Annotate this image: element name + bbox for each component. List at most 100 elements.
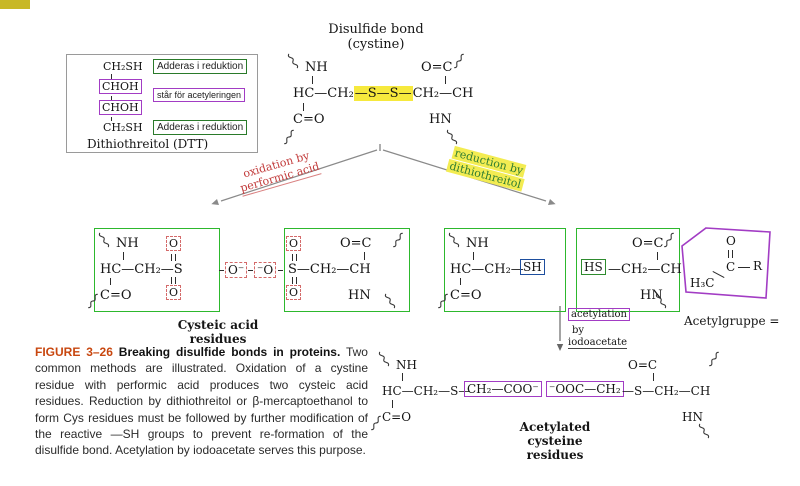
cysteic-left-co: C=O: [100, 288, 132, 303]
cystine-nh: NH: [305, 60, 328, 75]
cysteic-oxygen-mid-right: ⁻O: [254, 262, 277, 278]
acetylated-label-line3: residues: [526, 448, 584, 462]
acetylated-right-chain: —S—CH₂—CH: [622, 384, 711, 398]
acetylated-label-line2: cysteine: [527, 434, 583, 448]
acetylated-carboxymethyl-left: CH₂—COO⁻: [464, 381, 542, 397]
reduced-left-bond-nh: [473, 252, 474, 260]
chain-squiggle-icon: [284, 129, 294, 145]
cysteic-left-bond-nh: [123, 252, 124, 260]
dtt-bond-3: [111, 117, 112, 121]
cysteic-acid-label-line1: Cysteic acid: [177, 318, 259, 332]
dtt-formula-top: CH₂SH: [103, 60, 143, 73]
dtt-label: Dithiothreitol (DTT): [87, 137, 209, 151]
cysteic-right-oxygen-top: O: [286, 236, 302, 251]
cysteic-right-residue-box: [284, 228, 410, 312]
dtt-panel: CH₂SH Adderas i reduktion CHOH står för …: [66, 54, 258, 153]
chain-squiggle-icon: [655, 293, 667, 309]
cystine-title-line2: (cystine): [347, 37, 405, 52]
acetylated-label: Acetylated cysteine residues: [490, 420, 620, 462]
acetyl-group-outline: [681, 227, 771, 299]
acetyl-carbon: C: [726, 260, 736, 274]
cysteic-right-bond-oc: [364, 252, 365, 260]
acetylated-hn: HN: [682, 410, 703, 424]
caption-body: Two common methods are illustrated. Oxid…: [35, 345, 368, 458]
acetylated-carboxymethyl-right: ⁻OOC—CH₂: [546, 381, 624, 397]
cysteic-left-bond-co: [110, 278, 111, 285]
acetylated-bond-co: [392, 400, 393, 408]
cysteic-acid-label-line2: residues: [189, 332, 247, 346]
cysteic-oxygen-mid-left: O⁻: [225, 262, 248, 278]
cysteic-mid-bond-3: [278, 270, 283, 271]
dtt-note-reduction-top: Adderas i reduktion: [153, 59, 248, 74]
cysteic-acid-label: Cysteic acid residues: [148, 318, 288, 346]
dtt-bond-2: [111, 96, 112, 100]
acetyl-group-label: Acetylgruppe =: [684, 314, 780, 328]
cystine-title: Disulfide bond (cystine): [316, 22, 436, 52]
disulfide-bond-highlight: —S—S—: [353, 86, 413, 101]
chain-squiggle-icon: [384, 293, 396, 309]
caption-title: Breaking disulfide bonds in proteins.: [118, 345, 341, 359]
acetylation-step-line1: acetylation: [568, 308, 630, 321]
figure-number-label: FIGURE 3–26: [35, 345, 113, 359]
dtt-formula-bottom: CH₂SH: [103, 121, 143, 134]
cysteic-acid-structure: NH HC—CH₂—S O O C=O O⁻ ⁻O O S—CH₂—CH O O…: [88, 222, 410, 347]
cysteic-right-doublebond-bottom: [292, 277, 297, 284]
cystine-chain: HC—CH₂—S—S—CH₂—CH: [293, 86, 473, 101]
acetyl-doublebond: [728, 250, 733, 258]
dtt-formula-choh-1: CHOH: [99, 79, 142, 94]
oxidation-arrow-line: [220, 149, 378, 202]
page-corner-highlight: [0, 0, 30, 9]
chain-squiggle-icon: [371, 415, 381, 431]
acetylated-structure: NH HC—CH₂—S— CH₂—COO⁻ ⁻OOC—CH₂ —S—CH₂—CH…: [370, 348, 748, 466]
acetylation-arrowhead: [556, 344, 564, 351]
cystine-structure: NH HC—CH₂—S—S—CH₂—CH C=O O=C HN: [283, 52, 478, 147]
cysteic-left-nh: NH: [116, 236, 139, 251]
dtt-note-reduction-bottom: Adderas i reduktion: [153, 120, 248, 135]
chain-squiggle-icon: [709, 351, 719, 367]
reduction-arrowhead: [548, 198, 556, 206]
chain-squiggle-icon: [98, 232, 110, 248]
cystine-hn: HN: [429, 112, 452, 127]
chain-squiggle-icon: [698, 423, 710, 439]
reduced-right-bond-oc: [657, 252, 658, 260]
acetylated-bond-oc: [653, 373, 654, 381]
acetyl-bond-r: [738, 267, 750, 268]
reduced-right-residue-box: [576, 228, 680, 312]
chain-squiggle-icon: [88, 293, 98, 309]
acetylated-bond-nh: [402, 373, 403, 381]
acetylation-step-line3: iodoacetate: [568, 337, 628, 349]
cystine-bond-co: [303, 103, 304, 111]
reduced-right-hn: HN: [640, 288, 663, 303]
chain-squiggle-icon: [378, 351, 390, 367]
acetylated-label-line1: Acetylated: [519, 420, 591, 434]
figure-caption: FIGURE 3–26 Breaking disulfide bonds in …: [35, 344, 368, 459]
cystine-title-line1: Disulfide bond: [328, 22, 424, 37]
cystine-bond-oc: [445, 76, 446, 84]
cysteic-left-oxygen-top: O: [166, 236, 182, 251]
cysteic-right-doublebond-top: [292, 254, 297, 261]
dtt-formula-choh-2: CHOH: [99, 100, 142, 115]
cysteic-right-oxygen-bottom: O: [286, 285, 302, 300]
cysteic-mid-bond-2: [248, 270, 253, 271]
reduced-left-nh: NH: [466, 236, 489, 251]
acetylated-left-chain: HC—CH₂—S—: [382, 384, 471, 398]
cystine-bond-nh: [312, 76, 313, 84]
reduced-sh-group: SH: [520, 259, 545, 275]
oxidation-arrowhead: [211, 198, 219, 206]
chain-squiggle-icon: [454, 53, 464, 69]
cysteic-left-doublebond-top: [171, 254, 176, 261]
cystine-co: C=O: [293, 112, 325, 127]
chain-squiggle-icon: [448, 232, 460, 248]
chain-squiggle-icon: [664, 232, 674, 248]
chain-squiggle-icon: [446, 129, 458, 145]
acetylation-step-line2: by: [572, 325, 585, 336]
acetyl-oxygen: O: [726, 234, 736, 248]
cystine-chain-post: CH₂—CH: [412, 86, 474, 101]
cysteic-mid-bond-1: [219, 270, 224, 271]
chain-squiggle-icon: [438, 293, 448, 309]
dtt-note-acetylation: står för acetyleringen: [153, 88, 246, 102]
cysteic-left-oxygen-bottom: O: [166, 285, 182, 300]
reduced-right-oc: O=C: [632, 236, 664, 251]
reduced-hs-group: HS: [581, 259, 606, 275]
dtt-bond-1: [111, 74, 112, 79]
